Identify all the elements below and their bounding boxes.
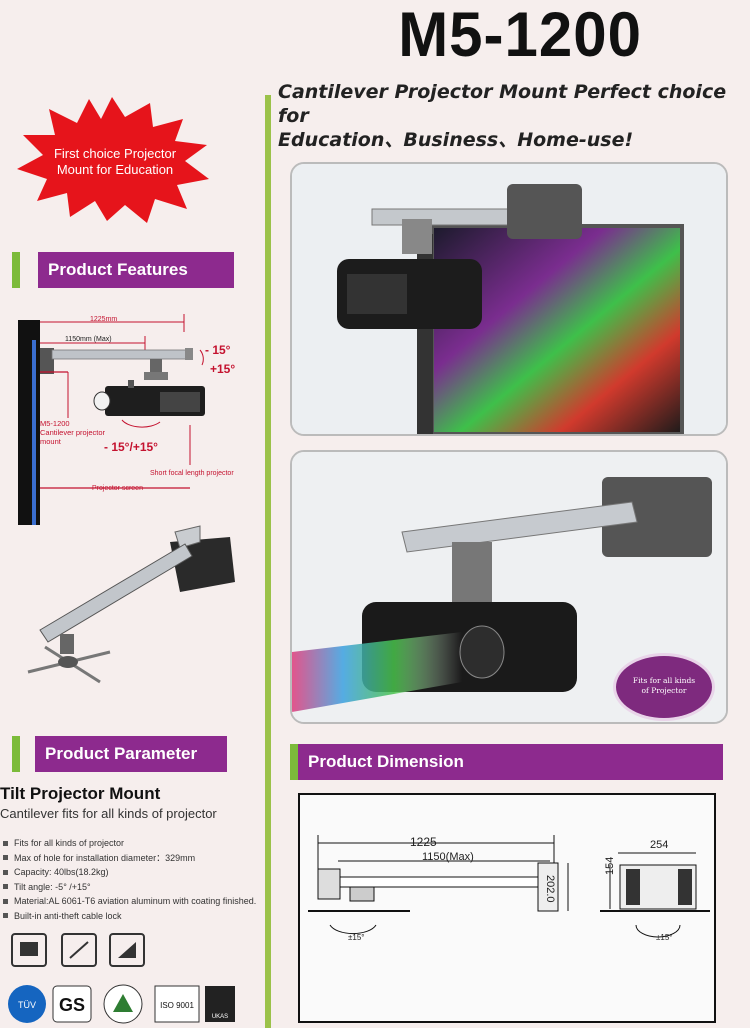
short-focal-label: Short focal length projector xyxy=(150,470,234,477)
tilt-top-minus: - 15° xyxy=(205,343,231,357)
capacity-icon xyxy=(11,933,47,967)
parameter-item: Capacity: 40lbs(18.2kg) xyxy=(0,865,256,880)
dimension-green-tab xyxy=(290,744,298,780)
section-product-dimension: Product Dimension xyxy=(298,744,723,780)
arm-tube xyxy=(51,349,193,360)
svg-text:GS: GS xyxy=(59,995,85,1015)
feature-icons-row xyxy=(11,933,145,967)
model-annotation-2: Cantilever projector xyxy=(40,428,106,437)
red-burst-badge xyxy=(17,97,209,223)
photo-wall-bracket xyxy=(507,184,582,239)
svg-text:ISO 9001: ISO 9001 xyxy=(160,1001,194,1010)
tagline-line-1: Cantilever Projector Mount Perfect choic… xyxy=(278,81,727,127)
parameter-item: Tilt angle: -5° /+15° xyxy=(0,880,256,895)
burst-line-2: Mount for Education xyxy=(56,162,174,177)
dimension-drawing xyxy=(308,835,710,938)
dim-tilt-front: ±15° xyxy=(348,933,365,942)
len-total-label: 1225mm xyxy=(90,316,118,323)
fits-badge-line-2: of Projector xyxy=(641,686,687,695)
wall-plate xyxy=(40,348,54,374)
model-title: M5-1200 xyxy=(398,0,642,70)
model-annotation-1: M5-1200 xyxy=(40,419,70,428)
len-max-label: 1150mm (Max) xyxy=(65,336,112,343)
quality-seal-logo xyxy=(103,984,143,1024)
photo-1-scene xyxy=(292,164,726,434)
tilt-icon xyxy=(61,933,97,967)
svg-text:UKAS: UKAS xyxy=(212,1014,228,1020)
parameter-item: Max of hole for installation diameter：32… xyxy=(0,851,256,866)
parameter-item: Material:AL 6061-T6 aviation aluminum wi… xyxy=(0,894,256,909)
gs-logo: GS xyxy=(52,985,92,1023)
model-annotation: M5-1200 Cantilever projector mount xyxy=(40,419,105,446)
green-divider xyxy=(265,95,271,1028)
color-beam xyxy=(292,632,462,712)
mount-arm xyxy=(39,543,193,643)
projector-screen-label: Projector screen xyxy=(92,485,143,492)
product-photo-1 xyxy=(290,162,728,436)
dim-tilt-side: ±15° xyxy=(656,933,673,942)
parameter-green-tab xyxy=(12,736,20,772)
iso-9001-logo: ISO 9001 xyxy=(154,985,200,1023)
dim-height: 202.0 xyxy=(544,875,556,903)
parameter-list: Fits for all kinds of projector Max of h… xyxy=(0,836,256,923)
easy-install-icon xyxy=(109,933,145,967)
svg-text:TÜV: TÜV xyxy=(18,1000,36,1010)
parameter-title: Tilt Projector Mount xyxy=(0,784,161,803)
model-annotation-3: mount xyxy=(40,437,61,446)
features-diagram xyxy=(18,314,205,525)
projector-screen-bar xyxy=(18,320,40,525)
dim-max: 1150(Max) xyxy=(422,851,474,863)
tilt-bottom-minus: - 15° xyxy=(104,440,130,454)
section-product-features: Product Features xyxy=(38,252,234,288)
dim-width-side: 254 xyxy=(650,839,669,851)
photo2-arm xyxy=(401,501,638,553)
burst-line-1: First choice Projector xyxy=(53,146,177,161)
dim-height-side: 154 xyxy=(604,856,616,875)
parameter-item: Built-in anti-theft cable lock xyxy=(0,909,256,924)
tagline: Cantilever Projector Mount Perfect choic… xyxy=(278,80,748,152)
dimension-drawing-box: 1225 1150(Max) 202.0 254 154 ±15° ±15° xyxy=(298,793,716,1023)
tilt-top-plus: +15° xyxy=(210,362,236,376)
ukas-logo: UKAS xyxy=(205,986,235,1022)
screen-edge xyxy=(32,340,36,525)
features-green-tab xyxy=(12,252,20,288)
burst-text: First choice Projector Mount for Educati… xyxy=(35,146,195,178)
fits-badge-line-1: Fits for all kinds xyxy=(632,676,696,685)
section-product-parameter: Product Parameter xyxy=(35,736,227,772)
tv-screen xyxy=(430,224,684,434)
parameter-item: Fits for all kinds of projector xyxy=(0,836,256,851)
photo2-wall-bracket xyxy=(602,477,712,557)
dim-total: 1225 xyxy=(410,835,437,849)
tilt-bottom-rest: /+15° xyxy=(129,440,158,454)
parameter-subtitle: Cantilever fits for all kinds of project… xyxy=(0,806,217,821)
mount-product-image xyxy=(27,525,235,684)
tuv-logo: TÜV xyxy=(8,985,46,1023)
tilt-bottom-label: - 15°/+15° xyxy=(104,440,158,454)
tagline-line-2: Education、Business、Home-use! xyxy=(278,129,634,151)
certification-logos: TÜV GS ISO 9001 UKAS xyxy=(8,984,235,1024)
